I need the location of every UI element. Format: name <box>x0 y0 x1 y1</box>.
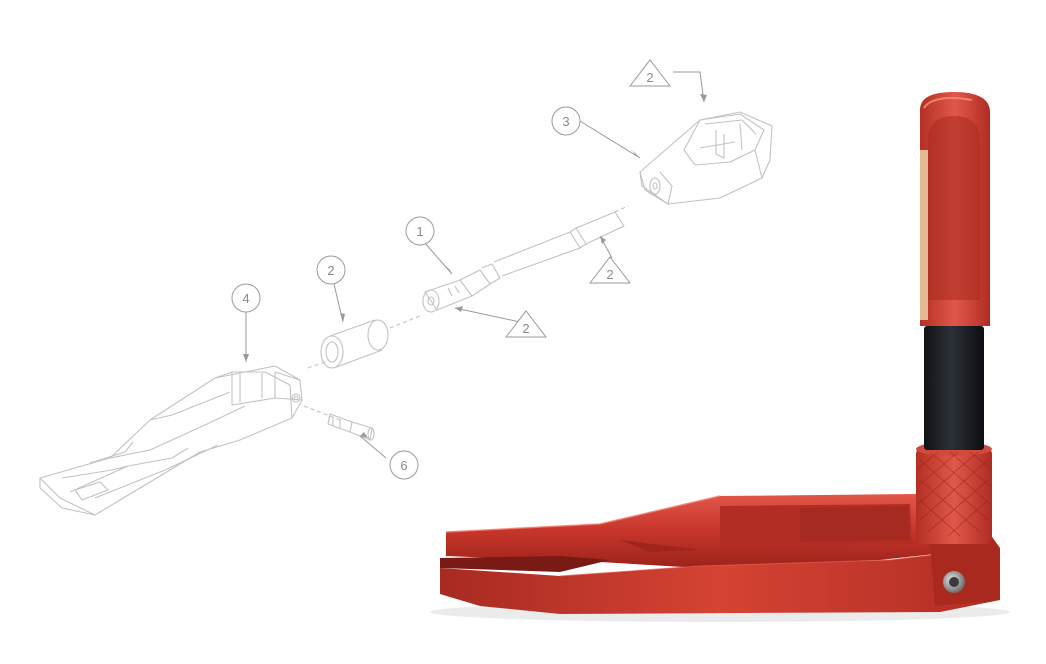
callout-3: 3 <box>562 114 569 129</box>
triangle-callout-2-pivot: 2 <box>522 321 529 336</box>
triangle-callout-2-shaft: 2 <box>606 267 613 282</box>
triangle-callout-2-top: 2 <box>646 70 653 85</box>
shaft-part-1 <box>422 205 629 313</box>
triangle-warning-icon: 2 2 2 <box>504 59 672 338</box>
callout-2-sleeve: 2 <box>327 263 334 278</box>
fork-slot <box>440 556 610 572</box>
fork-base-part <box>39 365 303 516</box>
fork-base-front <box>440 548 1000 614</box>
sleeve-part-2 <box>307 315 421 369</box>
callout-arrowheads <box>243 94 707 438</box>
base-end-block <box>930 534 1000 606</box>
callout-1: 1 <box>416 224 423 239</box>
callout-6: 6 <box>400 458 407 473</box>
circled-number-icon: 3 1 2 4 6 <box>231 106 581 480</box>
callouts <box>245 71 705 459</box>
loop-part-3 <box>639 111 773 205</box>
top-loop <box>920 92 990 326</box>
callout-4: 4 <box>242 291 249 306</box>
black-handle <box>924 326 984 450</box>
bolt-icon <box>943 571 965 593</box>
exploded-view-drawing <box>39 111 773 516</box>
knurled-collar <box>916 442 992 544</box>
red-tool-render <box>430 92 1010 622</box>
